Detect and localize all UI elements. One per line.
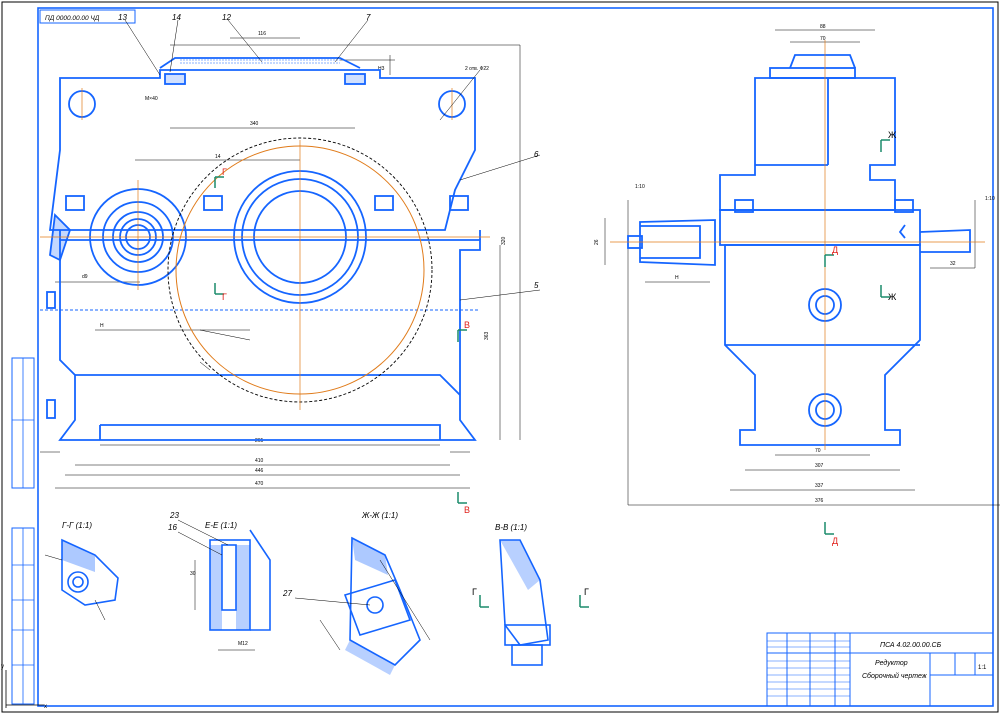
svg-text:М12: М12 xyxy=(238,641,248,647)
side-view: 88 70 376 337 307 70 H 32 26 1:10 1:10 xyxy=(594,24,1000,546)
top-stamp-text: ПД 0000.00.00 ЧД xyxy=(45,15,100,22)
svg-text:1:10: 1:10 xyxy=(635,184,645,190)
marker-g-bottom: Г xyxy=(222,292,227,302)
section-title-zhzh: Ж-Ж (1:1) xyxy=(361,511,398,520)
svg-text:363: 363 xyxy=(484,331,490,340)
marker-v-top: В xyxy=(464,320,470,330)
doc-code: ПСА 4.02.00.00.СБ xyxy=(880,642,942,649)
svg-text:88: 88 xyxy=(820,24,826,30)
svg-text:М×40: М×40 xyxy=(145,96,158,102)
svg-text:H: H xyxy=(100,323,104,329)
svg-text:265: 265 xyxy=(255,438,264,444)
section-v-v: В-В (1:1) Г Г xyxy=(472,523,589,666)
title-block: ПСА 4.02.00.00.СБ Редуктор Сборочный чер… xyxy=(766,632,994,707)
marker-zh-top: Ж xyxy=(888,130,897,140)
callout-6: 6 xyxy=(534,150,539,159)
marker-d-top: Д xyxy=(832,245,838,255)
svg-text:337: 337 xyxy=(815,483,824,489)
callout-16: 16 xyxy=(168,523,177,532)
svg-text:Н3: Н3 xyxy=(378,66,385,72)
section-title-ee: Е-Е (1:1) xyxy=(205,521,237,530)
marker-v-bottom: В xyxy=(464,505,470,515)
section-g-g: Г-Г (1:1) xyxy=(44,521,119,621)
front-view: 116 340 14 320 363 d9 H 265 410 446 470 … xyxy=(40,13,541,515)
callout-23: 23 xyxy=(169,511,179,520)
svg-text:70: 70 xyxy=(820,36,826,42)
section-title-vv: В-В (1:1) xyxy=(495,523,527,532)
svg-text:32: 32 xyxy=(950,261,956,267)
callout-12: 12 xyxy=(222,13,231,22)
callout-14: 14 xyxy=(172,13,181,22)
svg-text:14: 14 xyxy=(215,154,221,160)
sheet-scale: 1:1 xyxy=(978,665,987,671)
svg-text:d9: d9 xyxy=(82,274,88,280)
svg-text:320: 320 xyxy=(501,236,507,245)
drawing-name-line2: Сборочный чертеж xyxy=(862,672,928,680)
svg-text:446: 446 xyxy=(255,468,264,474)
svg-text:116: 116 xyxy=(258,31,266,37)
marker-g-left: Г xyxy=(472,587,477,597)
marker-g-right: Г xyxy=(584,587,589,597)
callout-27: 27 xyxy=(282,589,292,598)
svg-text:70: 70 xyxy=(815,448,821,454)
svg-text:410: 410 xyxy=(255,458,264,464)
svg-text:376: 376 xyxy=(815,498,824,504)
svg-text:2 отв. Ф22: 2 отв. Ф22 xyxy=(465,66,489,72)
svg-text:y: y xyxy=(1,664,4,670)
marker-zh-bottom: Ж xyxy=(888,292,897,302)
top-stamp: ПД 0000.00.00 ЧД xyxy=(39,9,136,24)
section-zh-zh: Ж-Ж (1:1) 27 xyxy=(282,511,431,675)
marker-g-top: Г xyxy=(222,167,227,177)
svg-text:x: x xyxy=(44,704,47,710)
svg-text:470: 470 xyxy=(255,481,264,487)
drawing-name-line1: Редуктор xyxy=(875,659,908,667)
marker-d-bottom: Д xyxy=(832,536,838,546)
svg-text:H: H xyxy=(675,275,679,281)
callout-7: 7 xyxy=(366,13,371,22)
svg-text:30: 30 xyxy=(190,571,196,577)
svg-text:26: 26 xyxy=(594,239,600,245)
svg-text:340: 340 xyxy=(250,121,259,127)
svg-text:307: 307 xyxy=(815,463,824,469)
callout-13: 13 xyxy=(118,13,127,22)
svg-text:1:10: 1:10 xyxy=(985,196,995,202)
section-title-gg: Г-Г (1:1) xyxy=(62,521,92,530)
callout-5: 5 xyxy=(534,281,539,290)
